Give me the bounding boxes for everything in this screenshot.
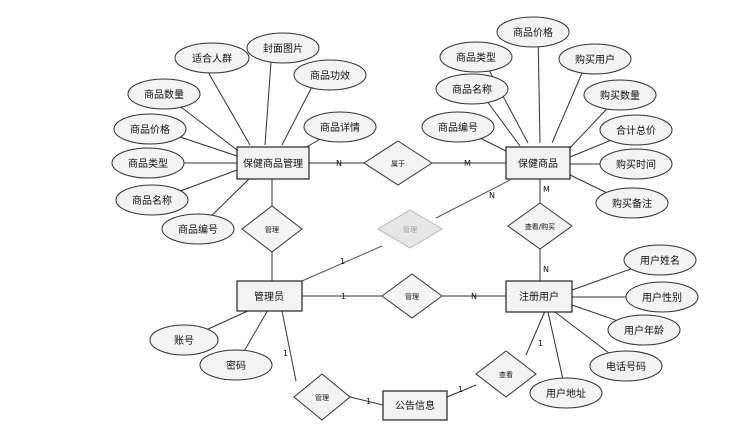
svg-text:商品价格: 商品价格 — [513, 26, 553, 39]
svg-text:商品编号: 商品编号 — [438, 121, 478, 134]
svg-text:属于: 属于 — [391, 160, 405, 168]
svg-text:封面图片: 封面图片 — [263, 42, 303, 55]
svg-text:管理员: 管理员 — [254, 290, 284, 303]
svg-text:账号: 账号 — [174, 335, 194, 347]
svg-text:商品类型: 商品类型 — [128, 157, 168, 170]
attr-buyer: 购买用户 — [558, 43, 632, 75]
svg-text:商品功效: 商品功效 — [310, 69, 350, 82]
relationship-manage-products: 管理 — [241, 205, 303, 253]
attr-product-id-mgmt: 商品编号 — [161, 213, 235, 245]
entity-admin: 管理员 — [236, 280, 303, 312]
attr-product-name-mgmt: 商品名称 — [115, 184, 189, 216]
svg-text:查看: 查看 — [499, 370, 513, 379]
card-admin-manage-faded: 1 — [340, 257, 345, 266]
card-announcement-view: 1 — [458, 385, 463, 394]
svg-text:商品名称: 商品名称 — [452, 83, 492, 96]
attr-suitable-people: 适合人群 — [174, 42, 250, 74]
cardinality-labels: N M N 1 1 N M N 1 1 1 1 — [283, 159, 550, 406]
attr-product-effect: 商品功效 — [293, 59, 367, 91]
relationship-manage-announcement: 管理 — [293, 373, 351, 421]
svg-text:购买时间: 购买时间 — [616, 158, 656, 171]
attr-user-age: 用户年龄 — [607, 314, 681, 346]
svg-text:购买数量: 购买数量 — [600, 89, 640, 102]
attr-user-gender: 用户性别 — [625, 281, 699, 313]
relationship-view-purchase: 查看/购买 — [507, 202, 573, 250]
attr-product-details: 商品详情 — [303, 111, 377, 143]
card-user-purchase: N — [543, 265, 549, 274]
svg-text:商品名称: 商品名称 — [132, 194, 172, 207]
relationship-view: 查看 — [475, 350, 537, 398]
svg-text:密码: 密码 — [226, 359, 246, 372]
attr-product-quantity-mgmt: 商品数量 — [127, 78, 201, 110]
svg-text:商品数量: 商品数量 — [144, 88, 184, 101]
attr-product-id: 商品编号 — [421, 111, 495, 143]
svg-text:管理: 管理 — [405, 292, 419, 301]
card-announcement-admin: 1 — [366, 397, 371, 406]
attr-cover-image: 封面图片 — [246, 32, 320, 64]
svg-text:查看/购买: 查看/购买 — [525, 222, 555, 231]
entity-announcement: 公告信息 — [382, 390, 448, 421]
attr-user-name: 用户姓名 — [623, 244, 697, 276]
svg-text:保健商品管理: 保健商品管理 — [243, 157, 303, 170]
svg-text:商品编号: 商品编号 — [178, 223, 218, 236]
svg-text:购买备注: 购买备注 — [612, 197, 652, 210]
attr-user-address: 用户地址 — [529, 377, 603, 409]
card-product-purchase: M — [543, 185, 550, 194]
svg-text:注册用户: 注册用户 — [519, 290, 559, 303]
svg-text:管理: 管理 — [403, 225, 417, 234]
card-product-belongs: M — [464, 159, 471, 168]
svg-text:用户年龄: 用户年龄 — [624, 324, 664, 337]
svg-text:商品类型: 商品类型 — [456, 51, 496, 64]
entity-health-product-mgmt: 保健商品管理 — [236, 146, 310, 180]
svg-text:公告信息: 公告信息 — [395, 399, 435, 412]
svg-text:适合人群: 适合人群 — [192, 52, 232, 65]
attr-account: 账号 — [149, 324, 219, 356]
svg-text:用户性别: 用户性别 — [642, 291, 682, 304]
card-user-view: 1 — [538, 339, 543, 348]
attr-purchase-quantity: 购买数量 — [583, 79, 657, 111]
attr-product-type-mgmt: 商品类型 — [111, 147, 185, 179]
card-admin-manage-users: 1 — [341, 292, 346, 301]
svg-text:用户地址: 用户地址 — [546, 387, 586, 400]
attr-phone: 电话号码 — [589, 350, 663, 382]
svg-text:商品价格: 商品价格 — [130, 123, 170, 136]
attr-product-price: 商品价格 — [496, 16, 570, 48]
relationship-manage-users: 管理 — [381, 273, 443, 319]
svg-text:保健商品: 保健商品 — [518, 157, 558, 170]
attr-total-price: 合计总价 — [599, 114, 673, 146]
svg-text:购买用户: 购买用户 — [575, 53, 615, 66]
svg-text:商品详情: 商品详情 — [320, 121, 360, 134]
svg-text:电话号码: 电话号码 — [606, 360, 646, 373]
svg-text:合计总价: 合计总价 — [616, 124, 656, 137]
card-users-manage-users: N — [471, 292, 477, 301]
attr-purchase-note: 购买备注 — [595, 187, 669, 219]
card-admin-announcement: 1 — [283, 349, 288, 358]
attr-password: 密码 — [199, 349, 273, 381]
svg-text:管理: 管理 — [265, 225, 279, 234]
attr-purchase-time: 购买时间 — [599, 148, 673, 180]
relationship-belongs-to: 属于 — [363, 140, 433, 186]
svg-text:管理: 管理 — [315, 393, 329, 402]
relationship-manage-faded: 管理 — [377, 209, 443, 249]
card-mgmt-belongs: N — [336, 159, 342, 168]
card-product-manage-faded: N — [489, 191, 495, 200]
attr-product-price-mgmt: 商品价格 — [113, 113, 187, 145]
entity-health-product: 保健商品 — [505, 146, 571, 180]
svg-text:用户姓名: 用户姓名 — [640, 254, 680, 267]
entity-registered-user: 注册用户 — [505, 280, 573, 313]
attr-product-type: 商品类型 — [439, 41, 513, 73]
attr-product-name: 商品名称 — [435, 73, 509, 105]
